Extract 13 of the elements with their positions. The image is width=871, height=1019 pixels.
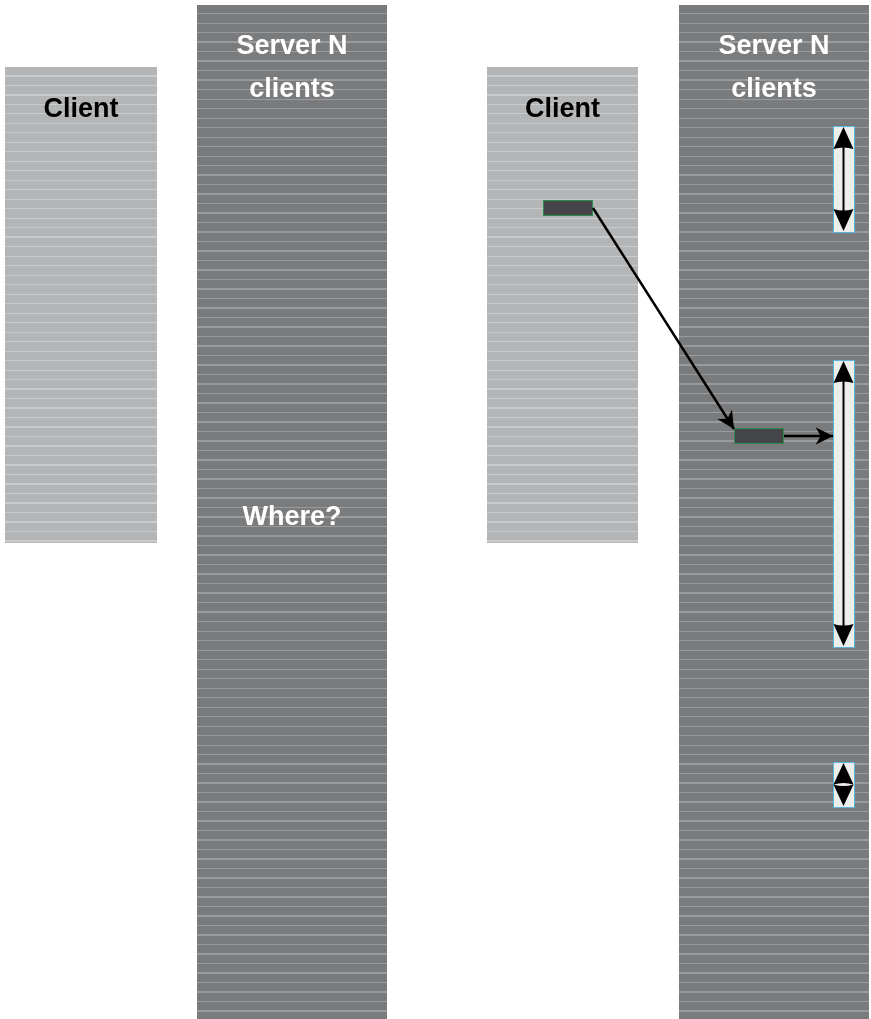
arrow	[591, 207, 736, 430]
client-column	[5, 67, 157, 543]
message-bar	[543, 200, 593, 216]
client-column	[487, 67, 638, 543]
column-title: Server N clients	[717, 29, 831, 105]
column-note: Where?	[241, 500, 343, 533]
column-title: Client	[42, 92, 120, 125]
column-title: Client	[524, 92, 601, 125]
server-column	[197, 5, 387, 1019]
server-column	[679, 5, 869, 1019]
arrow	[784, 427, 833, 445]
column-title: Server N clients	[235, 29, 349, 105]
message-bar	[734, 428, 784, 444]
